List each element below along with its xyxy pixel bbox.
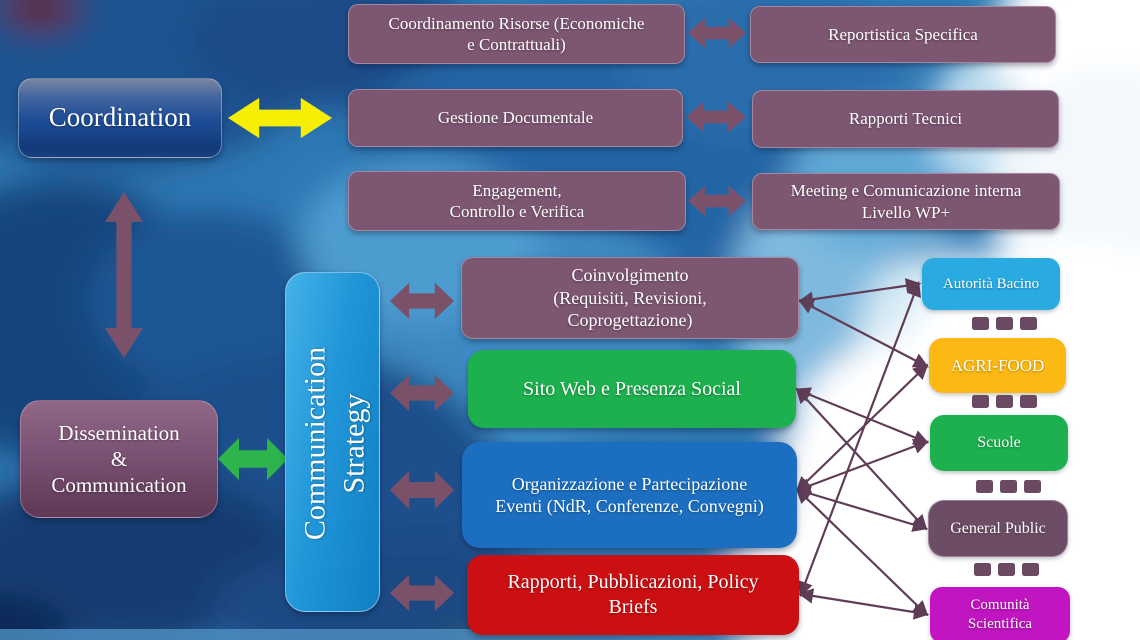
audience-label: Autorità Bacino: [942, 275, 1040, 292]
row-label: Reportistica Specifica: [828, 24, 978, 44]
audience-scuole: Scuole: [930, 415, 1068, 471]
row-engagement-controllo: Engagement, Controllo e Verifica: [348, 171, 686, 231]
square-icon: [976, 480, 993, 493]
separator-squares: [976, 480, 1041, 493]
coordination-box: Coordination: [18, 78, 222, 158]
separator-squares: [974, 563, 1039, 576]
row-rapporti-tecnici: Rapporti Tecnici: [752, 90, 1059, 148]
row-label: Meeting e Comunicazione interna Livello …: [790, 181, 1022, 222]
row-meeting-comunicazione: Meeting e Comunicazione interna Livello …: [752, 173, 1060, 230]
communication-strategy-label: Communication Strategy: [297, 346, 370, 540]
audience-autorita-bacino: Autorità Bacino: [922, 258, 1060, 310]
audience-label: AGRI-FOOD: [950, 355, 1045, 375]
channel-label: Rapporti, Pubblicazioni, Policy Briefs: [507, 571, 759, 618]
channel-coinvolgimento: Coinvolgimento (Requisiti, Revisioni, Co…: [461, 257, 799, 339]
square-icon: [1022, 563, 1039, 576]
channel-label: Organizzazione e Partecipazione Eventi (…: [495, 473, 764, 517]
row-coordinamento-risorse: Coordinamento Risorse (Economiche e Cont…: [348, 4, 685, 64]
square-icon: [1020, 395, 1037, 408]
square-icon: [1000, 480, 1017, 493]
audience-label: Comunità Scientifica: [967, 597, 1033, 632]
channel-label: Sito Web e Presenza Social: [523, 377, 741, 400]
row-label: Gestione Documentale: [437, 108, 594, 128]
audience-label: Scuole: [977, 434, 1021, 451]
audience-agri-food: AGRI-FOOD: [929, 338, 1066, 393]
square-icon: [998, 563, 1015, 576]
square-icon: [972, 317, 989, 330]
channel-rapporti-pubblicazioni: Rapporti, Pubblicazioni, Policy Briefs: [467, 555, 799, 635]
row-label: Rapporti Tecnici: [848, 109, 963, 129]
square-icon: [972, 395, 989, 408]
row-label: Coordinamento Risorse (Economiche e Cont…: [388, 13, 645, 54]
square-icon: [996, 317, 1013, 330]
channel-label: Coinvolgimento (Requisiti, Revisioni, Co…: [553, 265, 707, 331]
dissemination-label: Dissemination & Communication: [51, 420, 187, 498]
row-label: Engagement, Controllo e Verifica: [449, 180, 585, 221]
communication-strategy-box: Communication Strategy: [285, 272, 380, 612]
audience-general-public: General Public: [928, 500, 1068, 557]
separator-squares: [972, 395, 1037, 408]
square-icon: [974, 563, 991, 576]
audience-label: General Public: [950, 519, 1046, 537]
coordination-label: Coordination: [48, 102, 192, 133]
row-reportistica-specifica: Reportistica Specifica: [750, 6, 1056, 63]
separator-squares: [972, 317, 1037, 330]
channel-organizzazione-eventi: Organizzazione e Partecipazione Eventi (…: [462, 442, 797, 548]
channel-sito-web: Sito Web e Presenza Social: [468, 350, 796, 428]
dissemination-box: Dissemination & Communication: [20, 400, 218, 518]
audience-comunita-scientifica: Comunità Scientifica: [930, 587, 1070, 640]
square-icon: [996, 395, 1013, 408]
row-gestione-documentale: Gestione Documentale: [348, 89, 683, 147]
square-icon: [1024, 480, 1041, 493]
square-icon: [1020, 317, 1037, 330]
